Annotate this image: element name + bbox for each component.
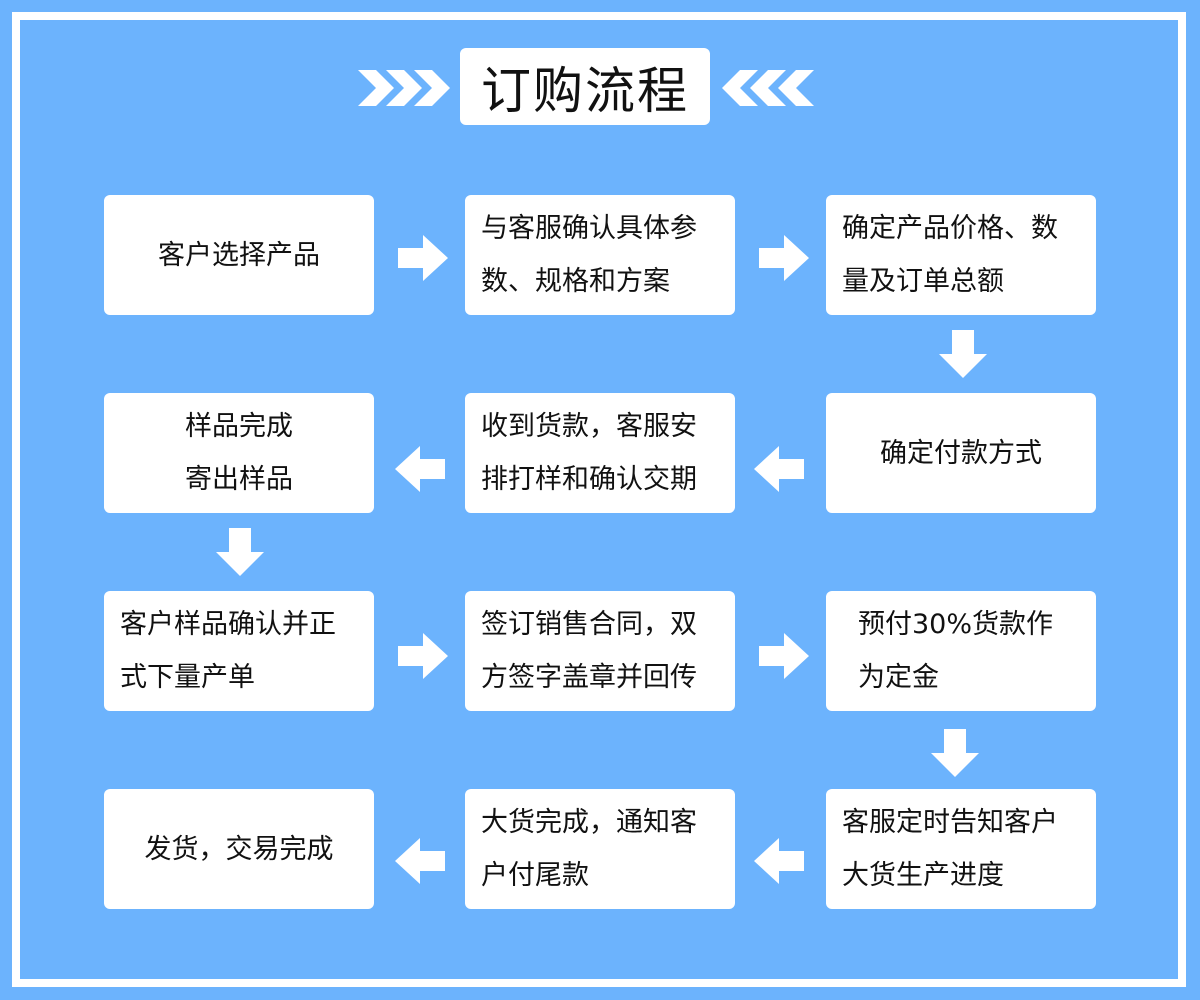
step-5-line-1: 收到货款，客服安 (481, 411, 697, 442)
step-10-line-2: 大货生产进度 (842, 860, 1004, 891)
step-6-line-1: 样品完成 (185, 411, 293, 442)
chevron-right-decoration-icon (358, 70, 450, 106)
arrow-left-icon (395, 446, 445, 492)
arrow-down-icon (931, 729, 979, 777)
step-box-2: 与客服确认具体参 数、规格和方案 (465, 195, 735, 315)
step-box-9: 预付30%货款作 为定金 (826, 591, 1096, 711)
arrow-left-icon (754, 446, 804, 492)
step-2-line-2: 数、规格和方案 (481, 266, 670, 297)
arrow-right-icon (759, 633, 809, 679)
step-box-10: 客服定时告知客户 大货生产进度 (826, 789, 1096, 909)
outer-frame (12, 12, 1186, 987)
step-box-7: 客户样品确认并正 式下量产单 (104, 591, 374, 711)
step-box-8: 签订销售合同，双 方签字盖章并回传 (465, 591, 735, 711)
step-7-line-1: 客户样品确认并正 (120, 609, 336, 640)
chevron-left-decoration-icon (722, 70, 814, 106)
step-3-line-2: 量及订单总额 (842, 266, 1004, 297)
arrow-right-icon (398, 633, 448, 679)
page-title: 订购流程 (460, 48, 710, 125)
arrow-left-icon (754, 838, 804, 884)
arrow-right-icon (759, 235, 809, 281)
step-3-line-1: 确定产品价格、数 (842, 213, 1058, 244)
arrow-down-icon (216, 528, 264, 576)
step-11-line-2: 户付尾款 (481, 860, 589, 891)
step-6-line-2: 寄出样品 (185, 464, 293, 495)
step-1-line-1: 客户选择产品 (158, 239, 320, 271)
step-12-line-1: 发货，交易完成 (144, 833, 334, 865)
step-box-5: 收到货款，客服安 排打样和确认交期 (465, 393, 735, 513)
arrow-left-icon (395, 838, 445, 884)
step-box-12: 发货，交易完成 (104, 789, 374, 909)
step-box-6: 样品完成 寄出样品 (104, 393, 374, 513)
arrow-down-icon (939, 330, 987, 378)
step-box-11: 大货完成，通知客 户付尾款 (465, 789, 735, 909)
step-11-line-1: 大货完成，通知客 (481, 807, 697, 838)
step-box-3: 确定产品价格、数 量及订单总额 (826, 195, 1096, 315)
step-7-line-2: 式下量产单 (120, 662, 255, 693)
step-5-line-2: 排打样和确认交期 (481, 464, 697, 495)
step-box-1: 客户选择产品 (104, 195, 374, 315)
step-10-line-1: 客服定时告知客户 (842, 807, 1058, 838)
step-box-4: 确定付款方式 (826, 393, 1096, 513)
step-2-line-1: 与客服确认具体参 (481, 213, 697, 244)
step-9-line-1: 预付30%货款作 (858, 609, 1054, 640)
arrow-right-icon (398, 235, 448, 281)
step-8-line-2: 方签字盖章并回传 (481, 662, 697, 693)
step-8-line-1: 签订销售合同，双 (481, 609, 697, 640)
step-4-line-1: 确定付款方式 (880, 437, 1042, 469)
step-9-line-2: 为定金 (858, 662, 939, 693)
